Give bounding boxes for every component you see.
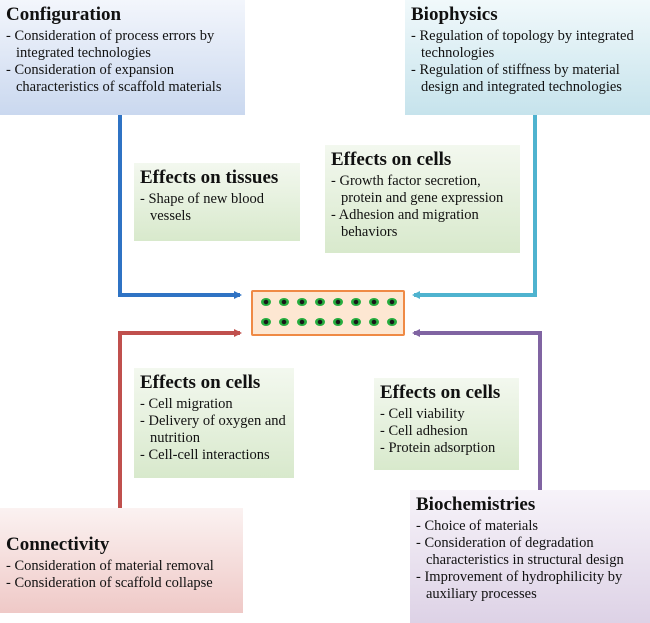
effects-on-cells-left-item: Cell-cell interactions xyxy=(140,447,288,464)
biochemistries-item: Improvement of hydrophilicity by auxilia… xyxy=(416,569,644,603)
connectivity-box: Connectivity Consideration of material r… xyxy=(0,508,243,613)
biochemistries-item: Consideration of degradation characteris… xyxy=(416,535,644,569)
configuration-item: Consideration of expansion characteristi… xyxy=(6,62,239,96)
connectivity-title: Connectivity xyxy=(6,534,110,555)
biophysics-title: Biophysics xyxy=(411,4,498,25)
effects-on-cells-left-title: Effects on cells xyxy=(140,372,261,393)
biophysics-arrow xyxy=(412,115,537,299)
scaffold-channel xyxy=(251,290,405,336)
cell-icon xyxy=(297,318,307,326)
connectivity-item: Consideration of material removal xyxy=(6,558,237,575)
biochemistries-title: Biochemistries xyxy=(416,494,536,515)
biochemistries-item: Choice of materials xyxy=(416,518,644,535)
effects-on-cells-right-item: Protein adsorption xyxy=(380,440,513,457)
cell-icon xyxy=(315,318,325,326)
effects-on-cells-left-box: Effects on cells Cell migration Delivery… xyxy=(134,368,294,478)
configuration-arrow xyxy=(118,115,242,299)
biochemistries-arrow xyxy=(412,329,542,490)
effects-on-cells-right-title: Effects on cells xyxy=(380,382,501,403)
effects-on-cells-top-item: Growth factor secretion, protein and gen… xyxy=(331,173,514,207)
biophysics-box: Biophysics Regulation of topology by int… xyxy=(405,0,650,115)
effects-on-tissues-title: Effects on tissues xyxy=(140,167,279,188)
cell-icon xyxy=(369,298,379,306)
connectivity-arrow xyxy=(118,329,242,508)
cell-icon xyxy=(351,318,361,326)
cell-row-bottom xyxy=(261,318,397,326)
configuration-title: Configuration xyxy=(6,4,122,25)
cell-icon xyxy=(297,298,307,306)
configuration-box: Configuration Consideration of process e… xyxy=(0,0,245,115)
cell-icon xyxy=(261,318,271,326)
effects-on-cells-left-item: Cell migration xyxy=(140,396,288,413)
effects-on-cells-right-item: Cell adhesion xyxy=(380,423,513,440)
cell-icon xyxy=(369,318,379,326)
cell-icon xyxy=(333,318,343,326)
effects-on-cells-top-item: Adhesion and migration behaviors xyxy=(331,207,514,241)
biochemistries-box: Biochemistries Choice of materials Consi… xyxy=(410,490,650,623)
effects-on-tissues-box: Effects on tissues Shape of new blood ve… xyxy=(134,163,300,241)
cell-icon xyxy=(279,318,289,326)
effects-on-cells-right-box: Effects on cells Cell viability Cell adh… xyxy=(374,378,519,470)
effects-on-cells-left-item: Delivery of oxygen and nutrition xyxy=(140,413,288,447)
connectivity-item: Consideration of scaffold collapse xyxy=(6,575,237,592)
cell-row-top xyxy=(261,298,397,306)
cell-icon xyxy=(351,298,361,306)
cell-icon xyxy=(261,298,271,306)
biophysics-item: Regulation of stiffness by material desi… xyxy=(411,62,644,96)
cell-icon xyxy=(387,318,397,326)
cell-icon xyxy=(279,298,289,306)
cell-icon xyxy=(333,298,343,306)
cell-icon xyxy=(315,298,325,306)
effects-on-cells-right-item: Cell viability xyxy=(380,406,513,423)
effects-on-cells-top-title: Effects on cells xyxy=(331,149,452,170)
biophysics-item: Regulation of topology by integrated tec… xyxy=(411,28,644,62)
effects-on-tissues-item: Shape of new blood vessels xyxy=(140,191,294,225)
cell-icon xyxy=(387,298,397,306)
configuration-item: Consideration of process errors by integ… xyxy=(6,28,239,62)
effects-on-cells-top-box: Effects on cells Growth factor secretion… xyxy=(325,145,520,253)
